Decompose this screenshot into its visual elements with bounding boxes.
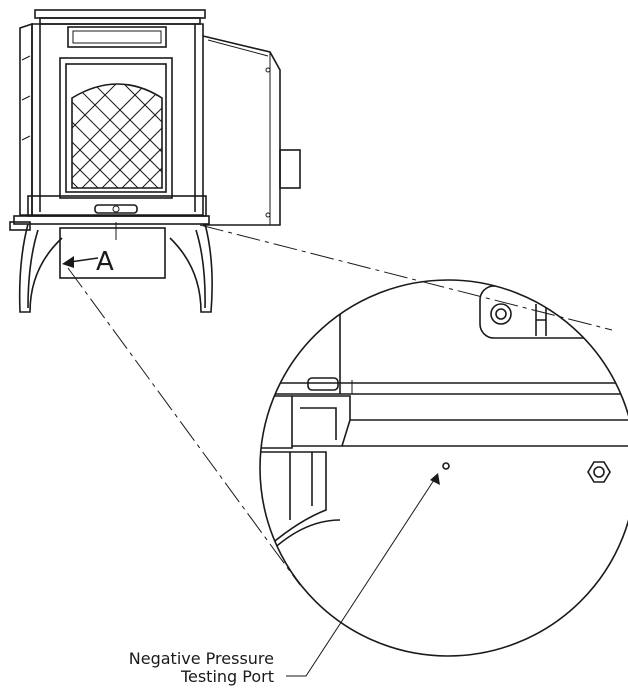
stove-top-plate [34, 9, 206, 19]
logo-badge [490, 303, 512, 325]
hex-bolt [587, 461, 611, 483]
base-handle [94, 204, 138, 214]
right-leg [169, 223, 213, 313]
door-lattice [72, 84, 162, 188]
detail-a-label: A [96, 247, 114, 277]
stove-front-view [9, 9, 301, 313]
stove-door [59, 57, 173, 199]
callout-line-1: Negative Pressure [128, 649, 274, 668]
stove-side-body [202, 35, 281, 226]
detail-projection-lines [67, 224, 613, 586]
detail-a-arrow [69, 257, 99, 263]
callout-leader [286, 473, 440, 677]
callout-line-2: Testing Port [180, 667, 274, 686]
top-slot [67, 26, 167, 48]
left-leg [18, 223, 63, 313]
ash-box [59, 227, 166, 279]
testing-port [442, 462, 450, 470]
detail-a-magnified-view [259, 279, 628, 657]
callout-label: Negative Pressure Testing Port [129, 650, 274, 686]
flue-collar [279, 149, 301, 189]
